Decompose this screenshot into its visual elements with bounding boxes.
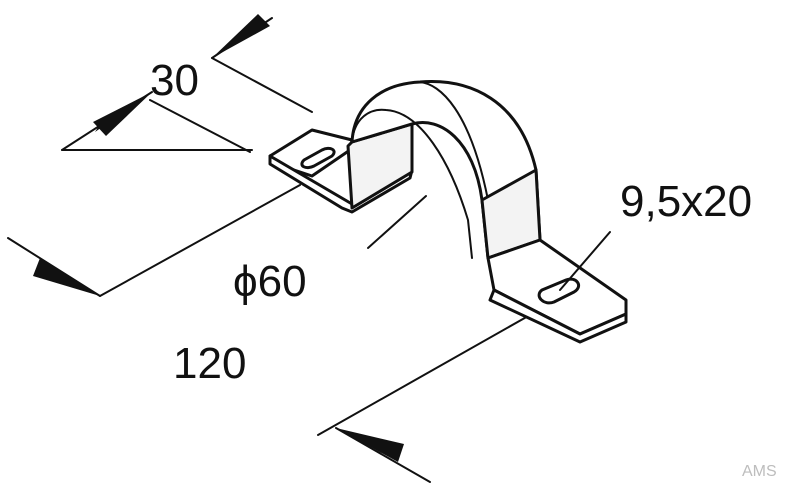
right-slot — [537, 277, 580, 305]
slot-leader — [559, 231, 611, 291]
arch-ridge — [419, 81, 489, 259]
slot-label: 9,5x20 — [620, 177, 752, 226]
dimension-width: 30 — [61, 14, 313, 153]
right-foot-front — [488, 288, 628, 344]
dim-line-width-upper — [211, 57, 313, 113]
dim-line-length-right-ext — [335, 427, 431, 483]
dimension-diameter: ϕ60 — [233, 195, 427, 306]
dim-line-width-lower — [149, 99, 251, 153]
left-slot — [300, 146, 336, 170]
arrow-length-right-head — [336, 428, 404, 462]
dimension-length: 120 — [7, 184, 531, 483]
diameter-label: ϕ60 — [233, 257, 307, 306]
diameter-leader — [367, 195, 427, 249]
arrow-width-right-head — [212, 14, 270, 58]
arch-inner-edge — [351, 108, 473, 259]
dim-line-length-main-left — [99, 184, 301, 297]
arrow-width-left-head — [93, 92, 152, 136]
arrow-length-left-head — [33, 258, 100, 296]
pipe-clamp — [268, 80, 628, 344]
width-label: 30 — [150, 56, 199, 105]
watermark: AMS — [742, 463, 777, 480]
length-label: 120 — [173, 339, 246, 388]
dimension-slot: 9,5x20 — [559, 177, 752, 291]
dim-line-length-main-right — [317, 314, 531, 436]
